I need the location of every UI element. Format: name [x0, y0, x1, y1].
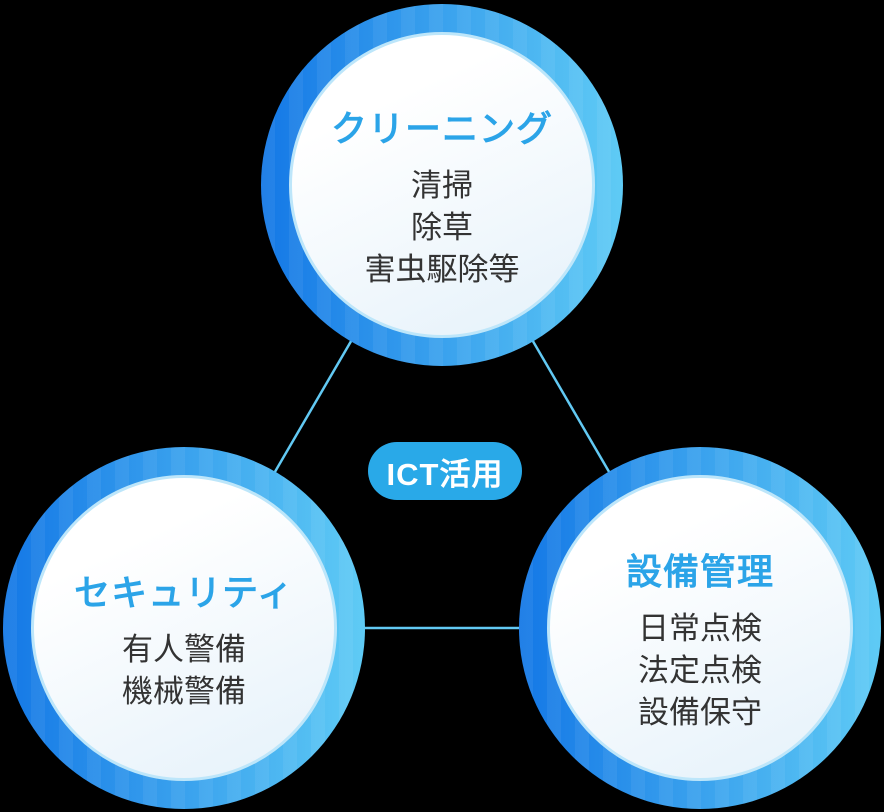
node-facility-title: 設備管理	[625, 550, 774, 592]
node-cleaning-title: クリーニング	[330, 107, 553, 149]
node-security-content: セキュリティ 有人警備 機械警備	[74, 564, 294, 713]
node-cleaning: クリーニング 清掃 除草 害虫駆除等	[261, 4, 623, 366]
node-security-item: 有人警備	[122, 631, 246, 667]
node-facility-item: 日常点検	[637, 610, 762, 646]
node-facility-inner: 設備管理 日常点検 法定点検 設備保守	[547, 475, 853, 781]
node-security-item: 機械警備	[122, 673, 246, 709]
node-facility-item: 設備保守	[637, 694, 762, 730]
node-facility: 設備管理 日常点検 法定点検 設備保守	[519, 447, 881, 809]
node-cleaning-content: クリーニング 清掃 除草 害虫駆除等	[331, 100, 553, 291]
node-cleaning-item: 清掃	[410, 167, 473, 203]
node-cleaning-item: 除草	[410, 209, 473, 245]
node-cleaning-item: 害虫駆除等	[364, 251, 520, 287]
node-security-title: セキュリティ	[74, 571, 294, 613]
node-security: セキュリティ 有人警備 機械警備	[3, 447, 365, 809]
node-cleaning-inner: クリーニング 清掃 除草 害虫駆除等	[289, 32, 595, 338]
node-security-inner: セキュリティ 有人警備 機械警備	[31, 475, 337, 781]
ict-center-pill: ICT活用	[368, 442, 522, 500]
ict-center-pill-label: ICT活用	[386, 456, 504, 492]
node-facility-content: 設備管理 日常点検 法定点検 設備保守	[626, 543, 774, 734]
node-facility-item: 法定点検	[637, 652, 762, 688]
